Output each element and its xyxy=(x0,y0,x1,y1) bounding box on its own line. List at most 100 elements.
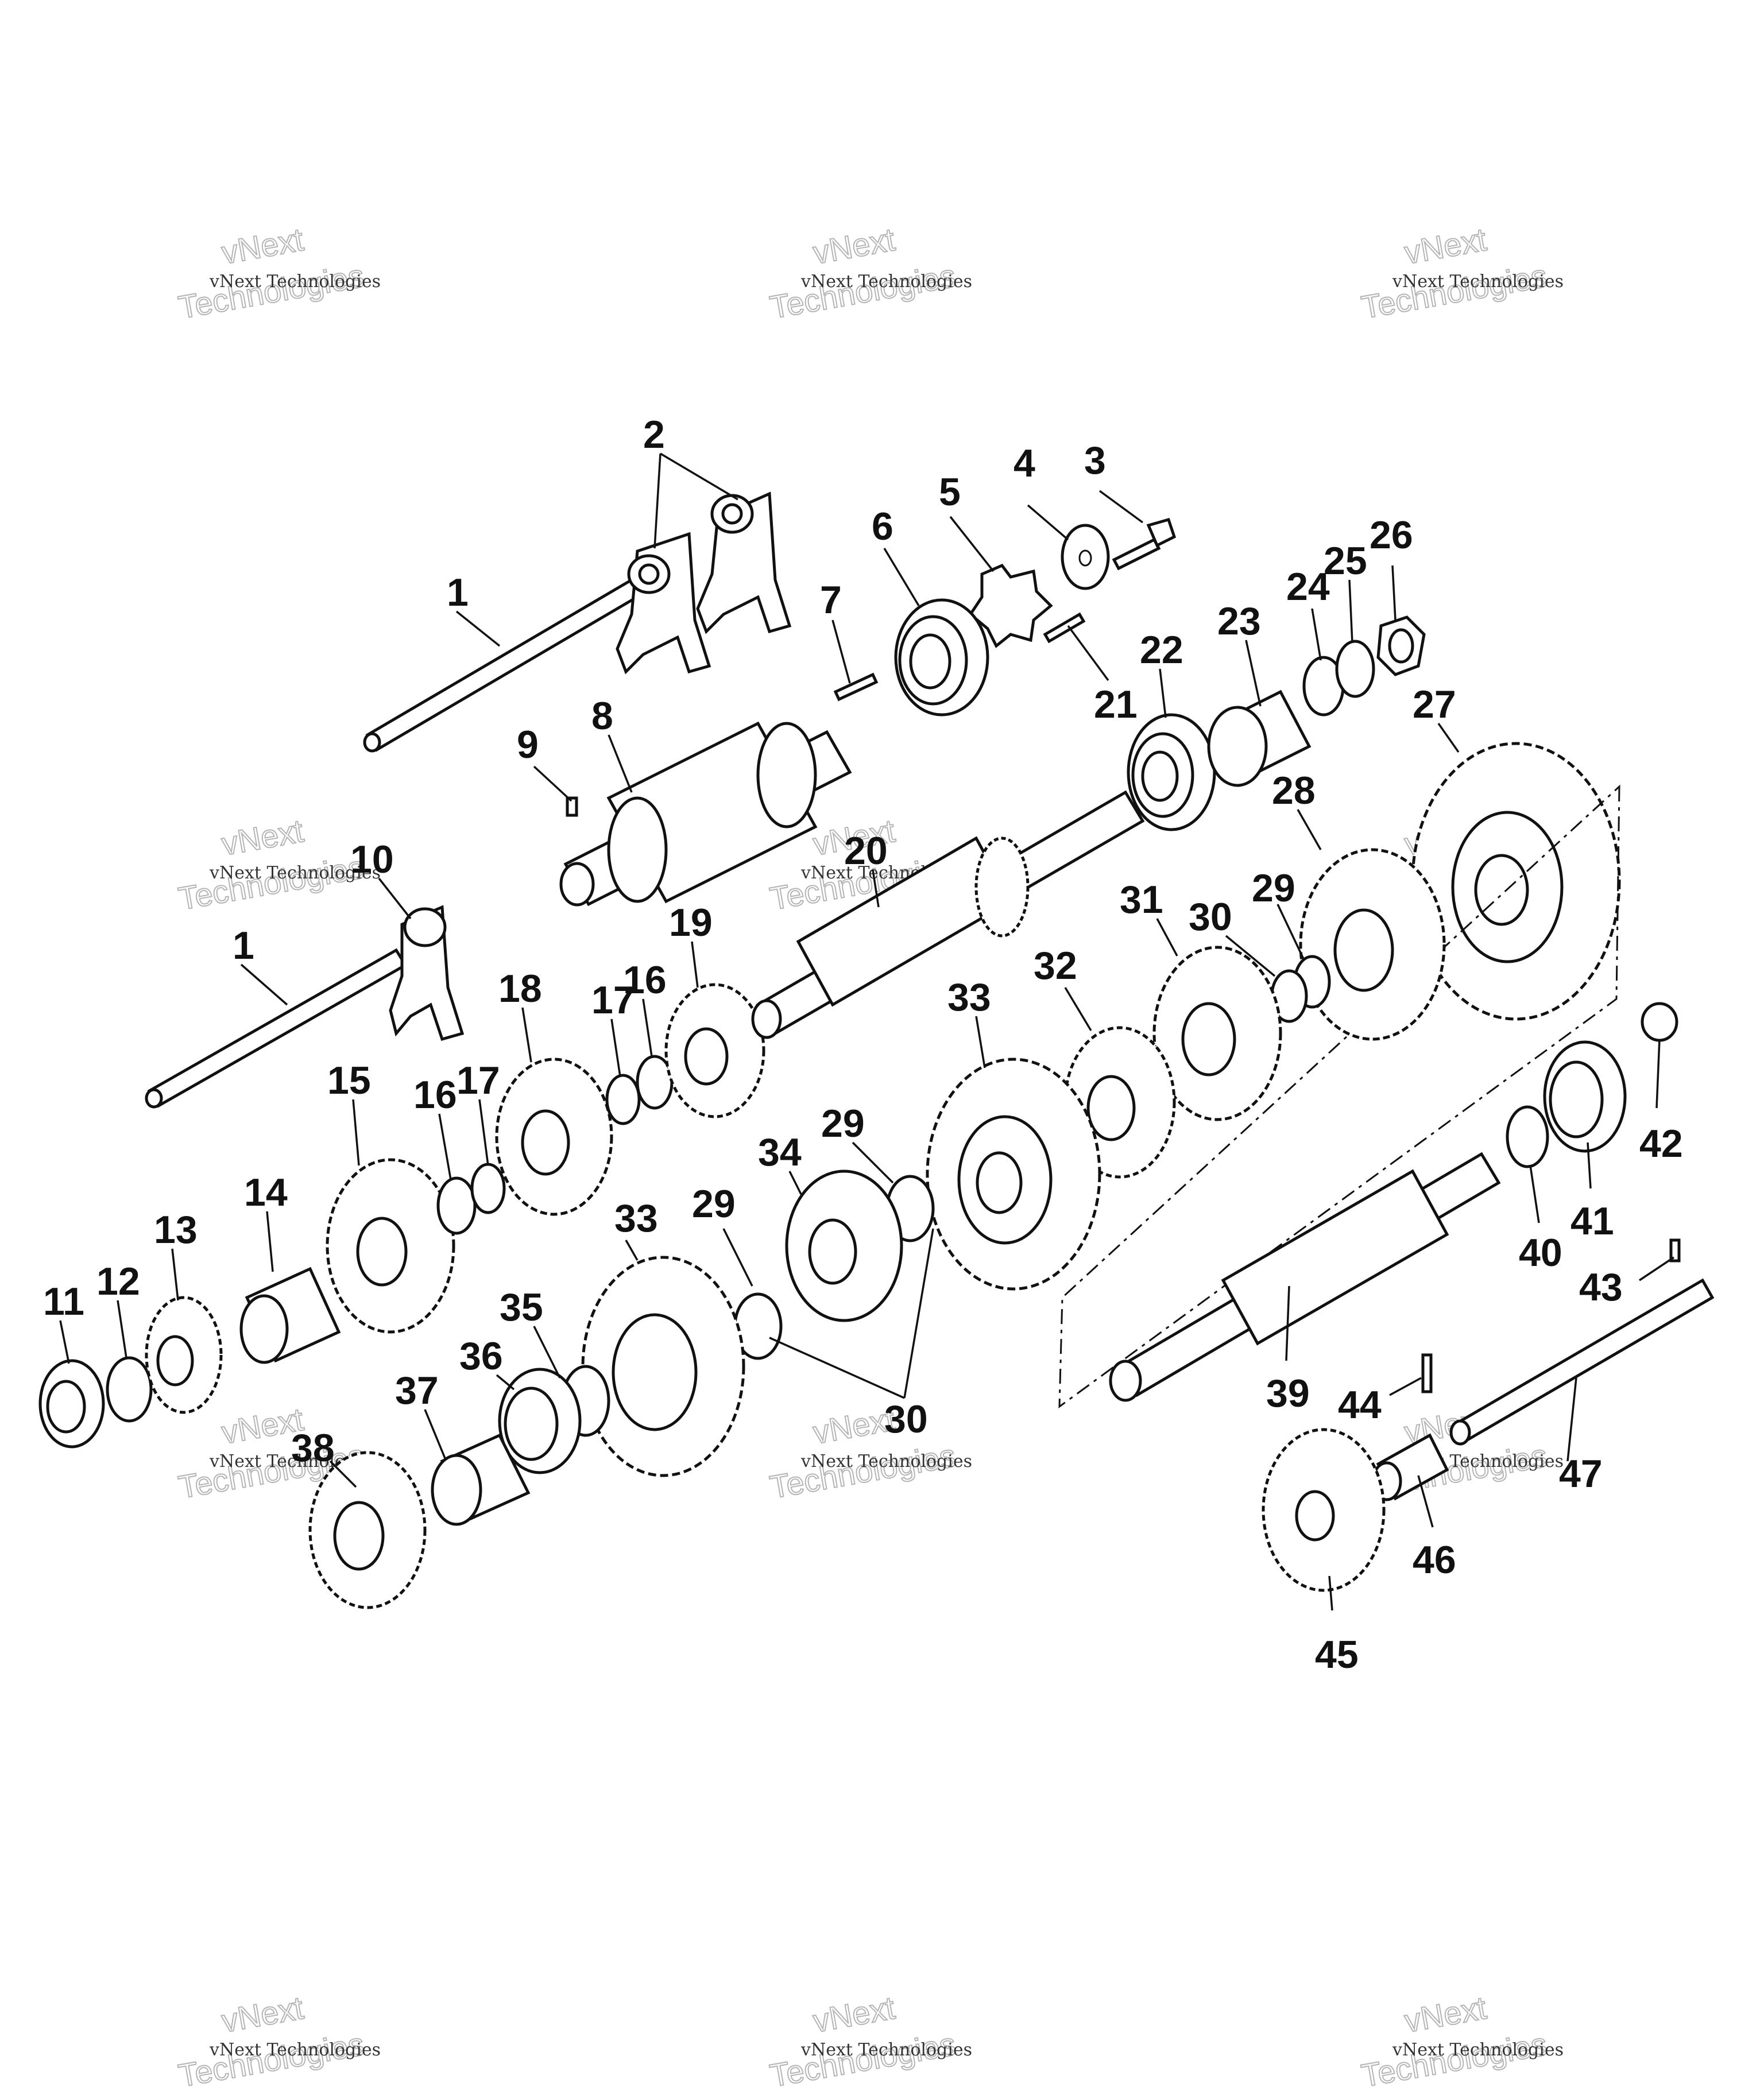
callout-2: 2 xyxy=(643,413,665,456)
shift-fork-lower xyxy=(389,905,465,1041)
gear-27 xyxy=(1411,742,1621,1021)
gear-33-lower xyxy=(581,1256,745,1477)
callout-40: 40 xyxy=(1519,1231,1562,1275)
bearing-41 xyxy=(1543,1040,1627,1153)
callout-19: 19 xyxy=(669,901,713,944)
callout-26: 26 xyxy=(1370,513,1413,557)
bushing-37 xyxy=(431,1433,531,1526)
callout-23: 23 xyxy=(1217,599,1261,643)
gear-31 xyxy=(1152,946,1282,1121)
callout-28: 28 xyxy=(1272,769,1316,812)
callout-9: 9 xyxy=(517,723,539,766)
dog-clutch xyxy=(785,1170,903,1322)
gear-33-upper xyxy=(926,1058,1101,1291)
watermark-small: vNext Technologies xyxy=(1392,272,1564,292)
callout-45: 45 xyxy=(1315,1633,1359,1676)
callout-12: 12 xyxy=(96,1260,140,1303)
nut-26 xyxy=(1376,615,1426,676)
callout-42: 42 xyxy=(1639,1122,1683,1165)
watermark-large-1: vNext xyxy=(810,1989,898,2039)
callout-43: 43 xyxy=(1579,1265,1623,1309)
callout-15: 15 xyxy=(327,1059,371,1102)
callout-29-upper: 29 xyxy=(1252,866,1295,910)
callout-25: 25 xyxy=(1324,539,1367,583)
callout-30-upper: 30 xyxy=(1189,895,1232,939)
callout-38: 38 xyxy=(291,1426,335,1470)
gear-45 xyxy=(1262,1428,1386,1592)
callout-14: 14 xyxy=(244,1171,288,1214)
watermark-small: vNext Technologies xyxy=(800,1451,972,1471)
bearing-6 xyxy=(894,598,989,717)
callout-10: 10 xyxy=(350,838,394,881)
callout-5: 5 xyxy=(939,470,961,514)
callout-17-left: 17 xyxy=(457,1059,500,1102)
callout-32: 32 xyxy=(1034,944,1077,988)
watermark-large-1: vNext xyxy=(219,221,306,271)
ring-16-left xyxy=(436,1176,477,1235)
pin-9 xyxy=(566,796,578,817)
idler-shaft xyxy=(1449,1278,1715,1446)
callout-46: 46 xyxy=(1413,1538,1456,1582)
gear-38 xyxy=(308,1451,427,1609)
bearing-11 xyxy=(38,1359,105,1449)
ring-17-left xyxy=(470,1163,506,1214)
watermark-small: vNext Technologies xyxy=(800,2040,972,2060)
callout-4: 4 xyxy=(1013,442,1035,485)
gear-15 xyxy=(326,1158,455,1334)
callout-35: 35 xyxy=(500,1285,543,1329)
callout-1-lower: 1 xyxy=(233,924,254,967)
gear-18 xyxy=(495,1058,613,1216)
ring-40 xyxy=(1506,1105,1549,1168)
callout-11: 11 xyxy=(43,1280,84,1323)
ring-25 xyxy=(1335,640,1375,698)
parts-layer xyxy=(38,491,1715,1609)
input-shaft xyxy=(751,790,1145,1039)
bearing-36 xyxy=(498,1368,582,1474)
callout-36: 36 xyxy=(459,1334,503,1378)
callout-16-right: 16 xyxy=(623,958,667,1002)
callout-1-upper: 1 xyxy=(447,571,469,614)
watermark-large-1: vNext xyxy=(1402,1989,1489,2039)
watermark-large-1: vNext xyxy=(219,1989,306,2039)
bolt xyxy=(1112,517,1177,571)
callout-31: 31 xyxy=(1120,878,1163,921)
callout-8: 8 xyxy=(591,694,613,738)
pin-43 xyxy=(1669,1238,1681,1263)
callout-7: 7 xyxy=(820,578,842,622)
callout-39: 39 xyxy=(1266,1372,1310,1415)
callout-17-right: 17 xyxy=(591,978,635,1022)
watermark-small: vNext Technologies xyxy=(1392,2040,1564,2060)
gear-19 xyxy=(664,983,765,1118)
shift-fork-left xyxy=(616,532,711,675)
callout-20: 20 xyxy=(844,829,888,873)
pin-44 xyxy=(1421,1353,1433,1393)
watermark-large-1: vNext xyxy=(810,221,898,271)
callout-44: 44 xyxy=(1338,1383,1382,1427)
watermark-large-1: vNext xyxy=(1402,221,1489,271)
callout-34: 34 xyxy=(758,1130,802,1174)
plug-42 xyxy=(1641,1002,1678,1042)
watermark-small: vNext Technologies xyxy=(209,272,381,292)
callout-37: 37 xyxy=(395,1369,439,1412)
pin-21 xyxy=(1043,612,1086,644)
gear-13 xyxy=(145,1296,223,1414)
callout-29-middle: 29 xyxy=(821,1102,865,1145)
leader-lines xyxy=(59,452,1674,1611)
callout-22: 22 xyxy=(1140,628,1183,672)
washer-hole xyxy=(1078,549,1092,567)
bushing-14 xyxy=(239,1267,341,1364)
callout-27: 27 xyxy=(1413,683,1456,726)
watermark-large-1: vNext xyxy=(219,812,306,862)
callout-21: 21 xyxy=(1094,683,1138,726)
callout-6: 6 xyxy=(872,505,893,548)
callout-33-lower: 33 xyxy=(614,1196,658,1240)
